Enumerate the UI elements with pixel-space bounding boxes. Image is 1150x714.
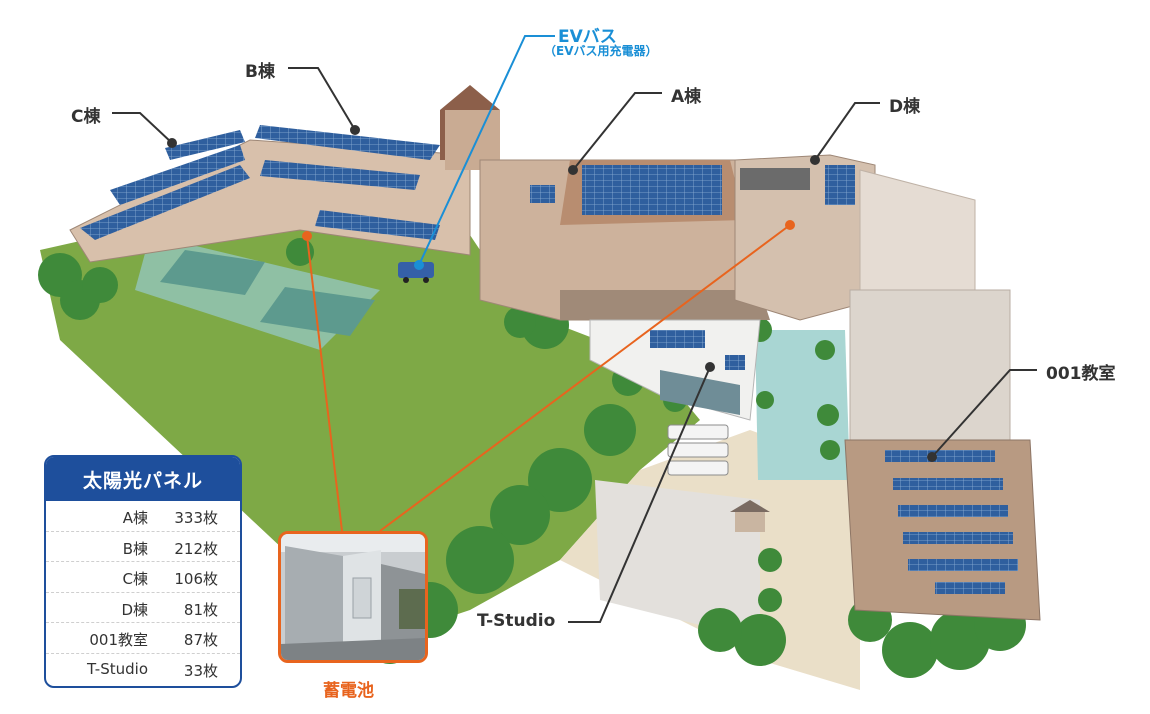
battery-photo [278,531,428,663]
table-row: C棟 106枚 [46,562,240,593]
building-name: T-Studio [87,659,148,678]
panel-count: 106枚 [174,570,218,588]
panel-count: 333枚 [174,509,218,527]
building-d [734,154,976,321]
panel-count: 81枚 [183,600,218,619]
ev-bus-sublabel: （EVバス用充電器） [544,44,658,58]
building-name: C棟 [122,570,148,588]
building-t-studio [589,319,761,421]
solar-panel-table-title: 太陽光パネル [46,457,240,501]
ev-bus [398,262,434,283]
building-name: D棟 [121,600,148,619]
building-001 [844,289,1041,621]
leader-lines [112,35,1037,623]
d-building-label: D棟 [889,97,921,117]
ev-bus-label: EVバス [558,27,617,47]
table-row: 001教室 87枚 [46,623,240,654]
battery-cabinet-image [281,534,425,660]
panel-count: 212枚 [174,539,218,558]
parked-buses [667,424,729,476]
panel-count: 87枚 [183,631,218,649]
building-name: 001教室 [89,631,148,649]
c-building-label: C棟 [71,107,101,127]
panel-count: 33枚 [183,661,218,680]
table-row: T-Studio 33枚 [46,654,240,684]
leader-dots [167,125,937,462]
building-name: A棟 [122,509,148,527]
building-c-b [69,85,500,263]
a-building-label: A棟 [671,87,702,107]
table-row: A棟 333枚 [46,501,240,532]
building-name: B棟 [122,539,148,558]
gatehouse [730,500,770,532]
room-001-label: 001教室 [1046,364,1116,384]
b-building-label: B棟 [245,62,275,82]
solar-panel-table: 太陽光パネル A棟 333枚 B棟 212枚 C棟 106枚 D棟 81枚 00… [44,455,242,688]
table-row: D棟 81枚 [46,593,240,623]
table-row: B棟 212枚 [46,532,240,562]
t-studio-label: T-Studio [477,611,556,631]
battery-label: 蓄電池 [323,681,374,701]
building-a [479,159,781,321]
